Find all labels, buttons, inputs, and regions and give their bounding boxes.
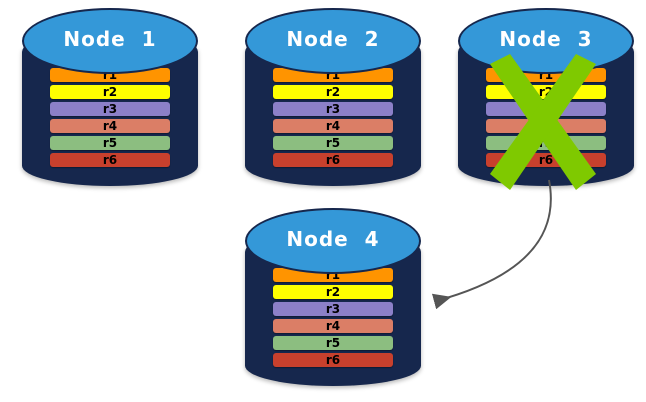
cylinder-top-3 (458, 8, 634, 74)
node-cylinder-1[interactable]: Node 1 r1 r2 r3 r4 r5 r6 (22, 8, 198, 186)
row-bar[interactable]: r4 (273, 119, 393, 133)
cylinder-top-1 (22, 8, 198, 74)
node-cylinder-4[interactable]: Node 4 r1 r2 r3 r4 r5 r6 (245, 208, 421, 386)
row-bar[interactable]: r5 (273, 136, 393, 150)
node-cylinder-3[interactable]: Node 3 r1 r2 r3 r4 r5 r6 (458, 8, 634, 190)
row-bar[interactable]: r6 (50, 153, 170, 167)
row-bar[interactable]: r3 (50, 102, 170, 116)
row-list-1: r1 r2 r3 r4 r5 r6 (50, 68, 170, 167)
row-list-3: r1 r2 r3 r4 r5 r6 (486, 68, 606, 167)
row-bar[interactable]: r5 (486, 136, 606, 150)
row-bar[interactable]: r2 (50, 85, 170, 99)
row-bar[interactable]: r3 (273, 302, 393, 316)
row-bar[interactable]: r5 (273, 336, 393, 350)
node-cylinder-2[interactable]: Node 2 r1 r2 r3 r4 r5 r6 (245, 8, 421, 186)
row-bar[interactable]: r3 (486, 102, 606, 116)
failover-arrow (431, 179, 552, 310)
cylinder-top-2 (245, 8, 421, 74)
row-bar[interactable]: r6 (273, 353, 393, 367)
row-bar[interactable]: r5 (50, 136, 170, 150)
row-bar[interactable]: r3 (273, 102, 393, 116)
row-bar[interactable]: r4 (273, 319, 393, 333)
row-list-4: r1 r2 r3 r4 r5 r6 (273, 268, 393, 367)
row-bar[interactable]: r6 (486, 153, 606, 167)
row-bar[interactable]: r2 (486, 85, 606, 99)
row-bar[interactable]: r2 (273, 285, 393, 299)
row-bar[interactable]: r4 (486, 119, 606, 133)
row-bar[interactable]: r6 (273, 153, 393, 167)
row-list-2: r1 r2 r3 r4 r5 r6 (273, 68, 393, 167)
row-bar[interactable]: r2 (273, 85, 393, 99)
cylinder-top-4 (245, 208, 421, 274)
row-bar[interactable]: r4 (50, 119, 170, 133)
